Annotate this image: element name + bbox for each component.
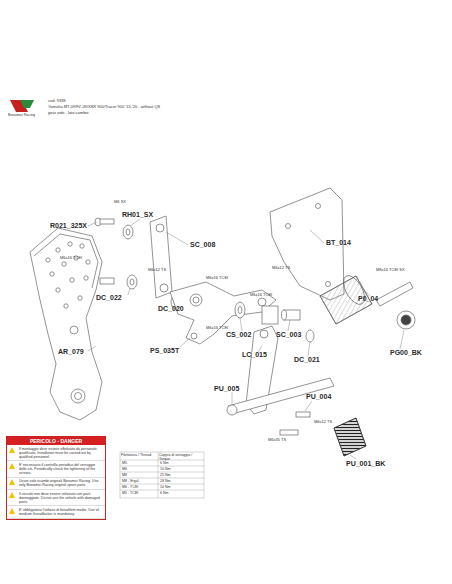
table-cell: 25 Nm (160, 474, 171, 478)
table-cell: 6 Nm (160, 462, 169, 466)
part-code: AR_079 (58, 348, 84, 356)
note-text: M8x16 TCEI SX (376, 268, 405, 272)
warning-text: Il veicolo non deve essere utilizzato co… (19, 492, 100, 504)
part-code: DC_021 (294, 356, 320, 364)
table-cell: 18 Nm (160, 480, 171, 484)
part-code: DC_020 (158, 305, 184, 313)
part-code: PU_001_BK (346, 460, 385, 468)
table-cell: M8 - Ergal (122, 480, 139, 484)
note-text: M6x12 TS (148, 268, 166, 272)
warning-text: Il montaggio deve essere effettuato da p… (19, 447, 97, 459)
warning-icon (9, 463, 15, 469)
part-code: R021_325X (50, 222, 87, 230)
leader-lines (88, 219, 404, 459)
table-cell: 6 Nm (160, 492, 169, 496)
warning-text: Usare solo ricambi originali Bonamici Ra… (19, 479, 99, 487)
table-cell: M5 - TCEI (122, 492, 138, 496)
part-code: SC_003 (276, 331, 301, 339)
note-text: M6x35 TS (268, 438, 286, 442)
table-cell: M8 (122, 474, 127, 478)
table-cell: M6 (122, 468, 127, 472)
part-code: LC_015 (242, 351, 267, 359)
note-text: cod. 9338 (48, 99, 66, 103)
warning-icon (9, 508, 15, 514)
note-text: M6x16 TCEI (60, 256, 82, 260)
note-text: Yamaha MT-09/FZ-09/XSR 900/Tracer 900 '1… (48, 105, 160, 109)
table-cell: 10 Nm (160, 486, 171, 490)
table-cell: Filettatura / Thread (121, 454, 158, 458)
warning-icon (9, 479, 15, 485)
note-text: M6x16 TCEI (206, 326, 228, 330)
part-code: PG00_BK (390, 349, 422, 357)
part-code: RH01_SX (122, 211, 153, 219)
note-text: M6x12 TS (272, 266, 290, 270)
note-text: M6x16 TCEI (250, 293, 272, 297)
warning-heading: PERICOLO - DANGER (30, 438, 82, 444)
part-code: SC_008 (190, 241, 215, 249)
warning-icon (9, 447, 15, 453)
part-code: BT_014 (326, 239, 351, 247)
note-text: Bonamici Racing (8, 114, 35, 118)
parts (30, 188, 415, 456)
part-code: PU_005 (214, 385, 239, 393)
table-cell: M6 - TCEI (122, 486, 138, 490)
warning-text: E' necessario il controllo periodico del… (19, 463, 95, 475)
warning-icon (9, 492, 15, 498)
torque-table (120, 452, 204, 498)
part-code: P0_04 (358, 295, 378, 303)
note-text: M6x12 TS (314, 420, 332, 424)
part-code: DC_022 (96, 294, 122, 302)
note-text: M6x16 TCEI (206, 276, 228, 280)
logo (10, 100, 34, 112)
note-text: M6 SX (114, 200, 126, 204)
part-code: PS_035T (150, 347, 179, 355)
warning-text: E' obbligatorio l'utilizzo di frenafilet… (19, 508, 99, 516)
table-cell: M5 (122, 462, 127, 466)
warning-box: PERICOLO - DANGER Il montaggio deve esser… (6, 436, 106, 520)
table-cell: 10 Nm (160, 468, 171, 472)
part-code: CS_002 (226, 331, 251, 339)
part-code: PU_004 (306, 393, 331, 401)
note-text: gear side - lato cambio (48, 111, 88, 115)
